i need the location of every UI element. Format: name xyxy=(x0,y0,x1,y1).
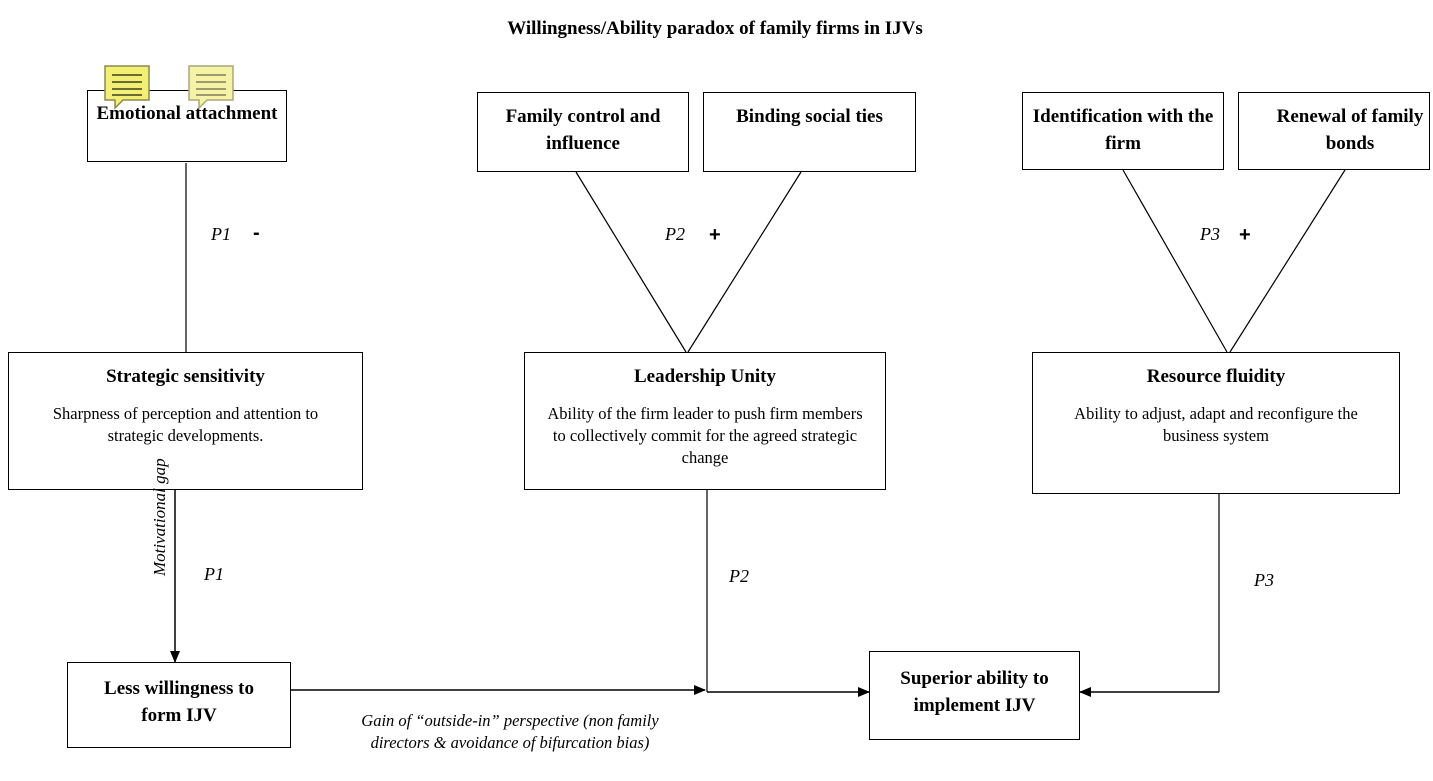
motivational-gap-label: Motivational gap xyxy=(150,458,169,576)
identification-label: Identification with the firm xyxy=(1032,106,1214,154)
renewal-label: Renewal of family bonds xyxy=(1276,106,1424,154)
comment-note-icon[interactable] xyxy=(103,64,151,110)
superior-ability-label: Superior ability to implement IJV xyxy=(900,668,1049,716)
box-binding-social-ties: Binding social ties xyxy=(703,92,916,172)
p3-bottom-label: P3 xyxy=(1254,570,1274,590)
resource-fluidity-desc: Ability to adjust, adapt and reconfigure… xyxy=(1074,404,1358,445)
strategic-sensitivity-desc: Sharpness of perception and attention to… xyxy=(52,404,319,445)
line-identification-to-resource xyxy=(1122,169,1228,353)
diagram-title: Willingness/Ability paradox of family fi… xyxy=(507,18,923,39)
p1-top-label: P1 xyxy=(211,224,231,244)
less-willingness-label: Less willingness to form IJV xyxy=(104,678,254,726)
line-social-ties-to-leadership xyxy=(687,171,802,353)
box-identification: Identification with the firm xyxy=(1022,92,1224,170)
p3-top-sign: + xyxy=(1239,224,1251,246)
family-control-label: Family control and influence xyxy=(505,106,661,154)
gain-perspective-label: Gain of “outside-in” perspective (non fa… xyxy=(361,711,659,752)
binding-social-ties-label: Binding social ties xyxy=(736,106,883,127)
p1-bottom-label: P1 xyxy=(204,564,224,584)
strategic-sensitivity-title: Strategic sensitivity xyxy=(106,366,265,387)
resource-fluidity-title: Resource fluidity xyxy=(1146,366,1286,387)
p1-top-sign: - xyxy=(253,222,260,244)
box-leadership-unity: Leadership Unity Ability of the firm lea… xyxy=(524,352,886,490)
box-superior-ability: Superior ability to implement IJV xyxy=(869,651,1080,740)
box-strategic-sensitivity: Strategic sensitivity Sharpness of perce… xyxy=(8,352,363,490)
p2-bottom-label: P2 xyxy=(729,566,749,586)
leadership-unity-desc: Ability of the firm leader to push firm … xyxy=(547,404,863,467)
p3-top-label: P3 xyxy=(1200,224,1220,244)
p2-top-sign: + xyxy=(709,224,721,246)
box-less-willingness: Less willingness to form IJV xyxy=(67,662,291,748)
leadership-unity-title: Leadership Unity xyxy=(634,366,776,387)
line-renewal-to-resource xyxy=(1229,169,1346,353)
box-family-control: Family control and influence xyxy=(477,92,689,172)
line-family-control-to-leadership xyxy=(575,171,687,353)
p2-top-label: P2 xyxy=(665,224,685,244)
comment-note-icon[interactable] xyxy=(187,64,235,110)
box-resource-fluidity: Resource fluidity Ability to adjust, ada… xyxy=(1032,352,1400,494)
box-renewal: Renewal of family bonds xyxy=(1238,92,1430,170)
emotional-attachment-label: Emotional attachment xyxy=(96,103,278,124)
